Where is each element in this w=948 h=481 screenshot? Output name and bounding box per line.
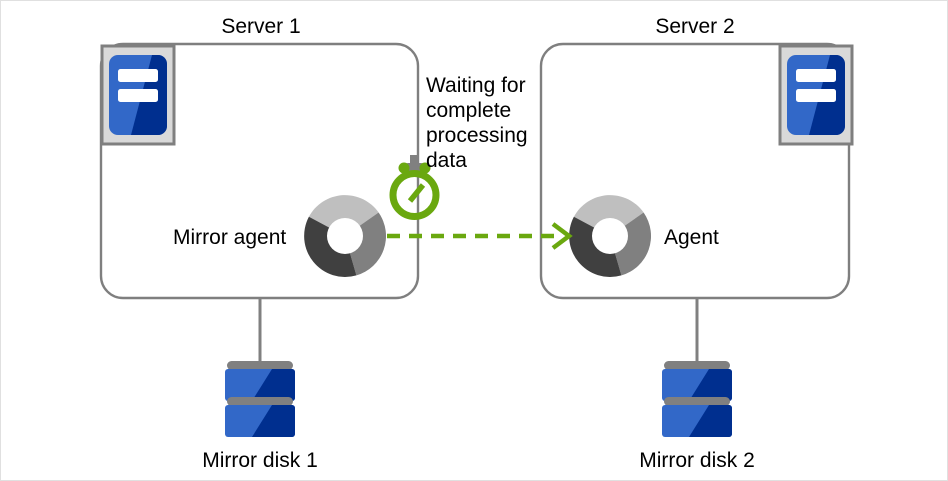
mirror-disk-icon bbox=[662, 361, 732, 437]
waiting-note-line: processing bbox=[426, 124, 528, 147]
waiting-note-line: complete bbox=[426, 99, 512, 122]
server2-title: Server 2 bbox=[655, 15, 735, 38]
dashed-arrow-right-icon bbox=[387, 222, 573, 250]
stopwatch-icon bbox=[389, 155, 440, 220]
mirror-disk-icon bbox=[225, 361, 295, 437]
agent-label: Agent bbox=[664, 226, 719, 249]
server1-title: Server 1 bbox=[221, 15, 301, 38]
mirror-disk2-label: Mirror disk 2 bbox=[639, 449, 755, 472]
waiting-note-line: Waiting for bbox=[426, 74, 526, 97]
server-icon bbox=[100, 44, 176, 146]
agent-donut-icon bbox=[569, 195, 652, 277]
mirror-agent-label: Mirror agent bbox=[173, 226, 287, 249]
waiting-note-line: data bbox=[426, 149, 467, 172]
agent-donut-icon bbox=[304, 195, 387, 277]
server-icon bbox=[778, 44, 854, 146]
mirror-disk1-label: Mirror disk 1 bbox=[202, 449, 318, 472]
waiting-note: Waiting for complete processing data bbox=[426, 73, 546, 173]
